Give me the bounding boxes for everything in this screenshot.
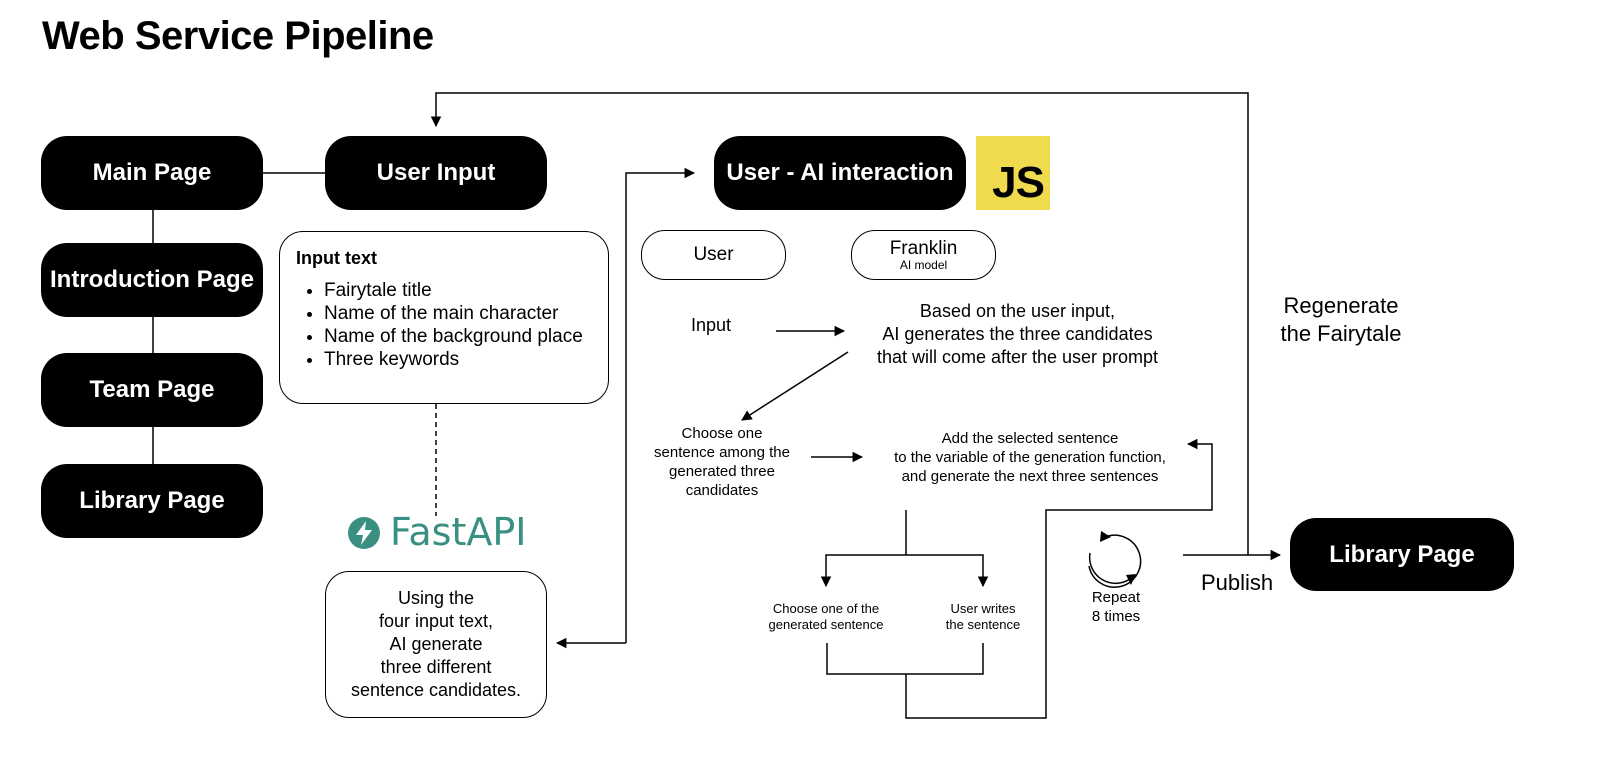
generation-to-interaction-arrow bbox=[625, 167, 696, 643]
choose-one-line: candidates bbox=[685, 482, 759, 499]
generation-line: Using the bbox=[397, 588, 475, 608]
choose-one-line: generated three bbox=[669, 463, 775, 480]
user-input-node: User Input bbox=[325, 136, 547, 210]
ai-model-subtitle: AI model bbox=[899, 257, 948, 272]
input-label: Input bbox=[691, 315, 732, 335]
list-item: Name of the main character bbox=[324, 302, 594, 325]
add-selected-line: and generate the next three sentences bbox=[901, 468, 1159, 485]
ai-model-name: Franklin bbox=[889, 237, 958, 259]
repeat-line: 8 times bbox=[1091, 608, 1141, 625]
main-page-node: Main Page bbox=[41, 136, 263, 210]
branch-right-arrow bbox=[906, 554, 989, 588]
option-choose-line: generated sentence bbox=[768, 617, 884, 632]
merge-bracket bbox=[826, 643, 984, 675]
generation-box: Using the four input text, AI generate t… bbox=[325, 571, 547, 718]
regenerate-text: Regenerate the Fairytale bbox=[1255, 292, 1427, 348]
option-write-text: User writes the sentence bbox=[928, 601, 1038, 633]
repeat-cycle-icon bbox=[1088, 534, 1142, 588]
list-item: Name of the background place bbox=[324, 325, 594, 348]
ai-generation-text: Based on the user input, AI generates th… bbox=[845, 300, 1190, 369]
choose-one-line: sentence among the bbox=[654, 444, 790, 461]
js-logo-text: JS bbox=[992, 158, 1045, 207]
option-write-line: the sentence bbox=[945, 617, 1021, 632]
repeat-line: Repeat bbox=[1091, 589, 1141, 606]
franklin-node: Franklin AI model bbox=[851, 230, 996, 280]
add-selected-line: Add the selected sentence bbox=[941, 430, 1119, 447]
user-node: User bbox=[641, 230, 786, 280]
candidates-arrow bbox=[741, 351, 849, 421]
add-selected-text: Add the selected sentence to the variabl… bbox=[860, 429, 1200, 486]
fastapi-logo-text: FastAPI bbox=[390, 510, 527, 554]
repeat-text: Repeat 8 times bbox=[1066, 588, 1166, 626]
lightning-bolt-icon bbox=[347, 516, 387, 556]
page-title: Web Service Pipeline bbox=[42, 14, 434, 58]
regenerate-loop-arrow bbox=[430, 92, 1249, 555]
user-ai-interaction-node: User - AI interaction bbox=[714, 136, 966, 210]
library-page-node: Library Page bbox=[41, 464, 263, 538]
branch-left-arrow bbox=[820, 554, 906, 588]
team-page-node: Team Page bbox=[41, 353, 263, 427]
repeat-cycle-icon-part bbox=[1088, 552, 1131, 585]
option-write-line: User writes bbox=[950, 601, 1016, 616]
introduction-page-node: Introduction Page bbox=[41, 243, 263, 317]
generation-line: four input text, bbox=[378, 611, 494, 631]
option-choose-text: Choose one of the generated sentence bbox=[756, 601, 896, 633]
input-text-title: Input text bbox=[296, 248, 377, 268]
choose-one-text: Choose one sentence among the generated … bbox=[642, 424, 802, 500]
input-items-list: Fairytale title Name of the main charact… bbox=[296, 279, 594, 371]
generation-line: AI generate bbox=[389, 634, 483, 654]
option-choose-line: Choose one of the bbox=[772, 601, 880, 616]
javascript-logo-icon: JS bbox=[976, 136, 1050, 210]
publish-label: Publish bbox=[1201, 570, 1274, 595]
regenerate-line: Regenerate bbox=[1283, 293, 1399, 318]
add-selected-line: to the variable of the generation functi… bbox=[894, 449, 1166, 466]
ai-generation-line: AI generates the three candidates bbox=[882, 324, 1153, 344]
input-text-box: Input text Fairytale title Name of the m… bbox=[279, 231, 609, 404]
list-item: Three keywords bbox=[324, 348, 594, 371]
generation-line: three different bbox=[380, 657, 492, 677]
library-output-node: Library Page bbox=[1290, 518, 1514, 591]
loop-back-arrow bbox=[905, 438, 1213, 719]
choose-one-line: Choose one bbox=[681, 425, 763, 442]
list-item: Fairytale title bbox=[324, 279, 594, 302]
generation-line: sentence candidates. bbox=[350, 680, 522, 700]
regenerate-line: the Fairytale bbox=[1280, 321, 1402, 346]
ai-generation-line: Based on the user input, bbox=[919, 301, 1116, 321]
ai-generation-line: that will come after the user prompt bbox=[876, 347, 1159, 367]
